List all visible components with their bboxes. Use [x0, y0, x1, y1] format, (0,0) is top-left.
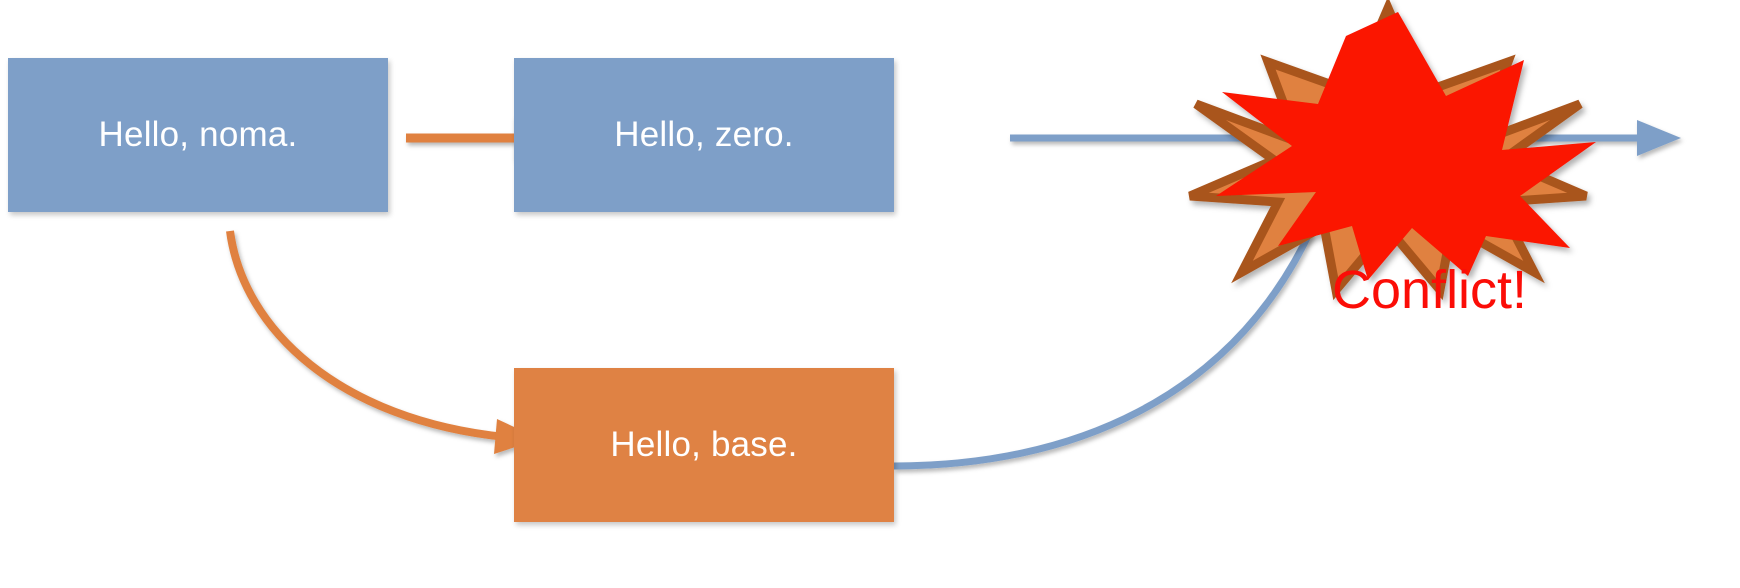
- node-label-zero: Hello, zero.: [614, 115, 794, 154]
- node-label-base: Hello, base.: [610, 425, 798, 464]
- explosion-starburst: [1188, 0, 1596, 301]
- node-box-noma[interactable]: Hello, noma.: [8, 58, 388, 212]
- connector-noma-to-base: [226, 230, 540, 454]
- inner-star-icon: [1216, 12, 1596, 280]
- conflict-label: Conflict!: [1332, 260, 1528, 320]
- connector-base-to-conflict: [893, 230, 1314, 470]
- node-box-zero[interactable]: Hello, zero.: [514, 58, 894, 212]
- node-box-base[interactable]: Hello, base.: [514, 368, 894, 522]
- node-label-noma: Hello, noma.: [98, 115, 298, 154]
